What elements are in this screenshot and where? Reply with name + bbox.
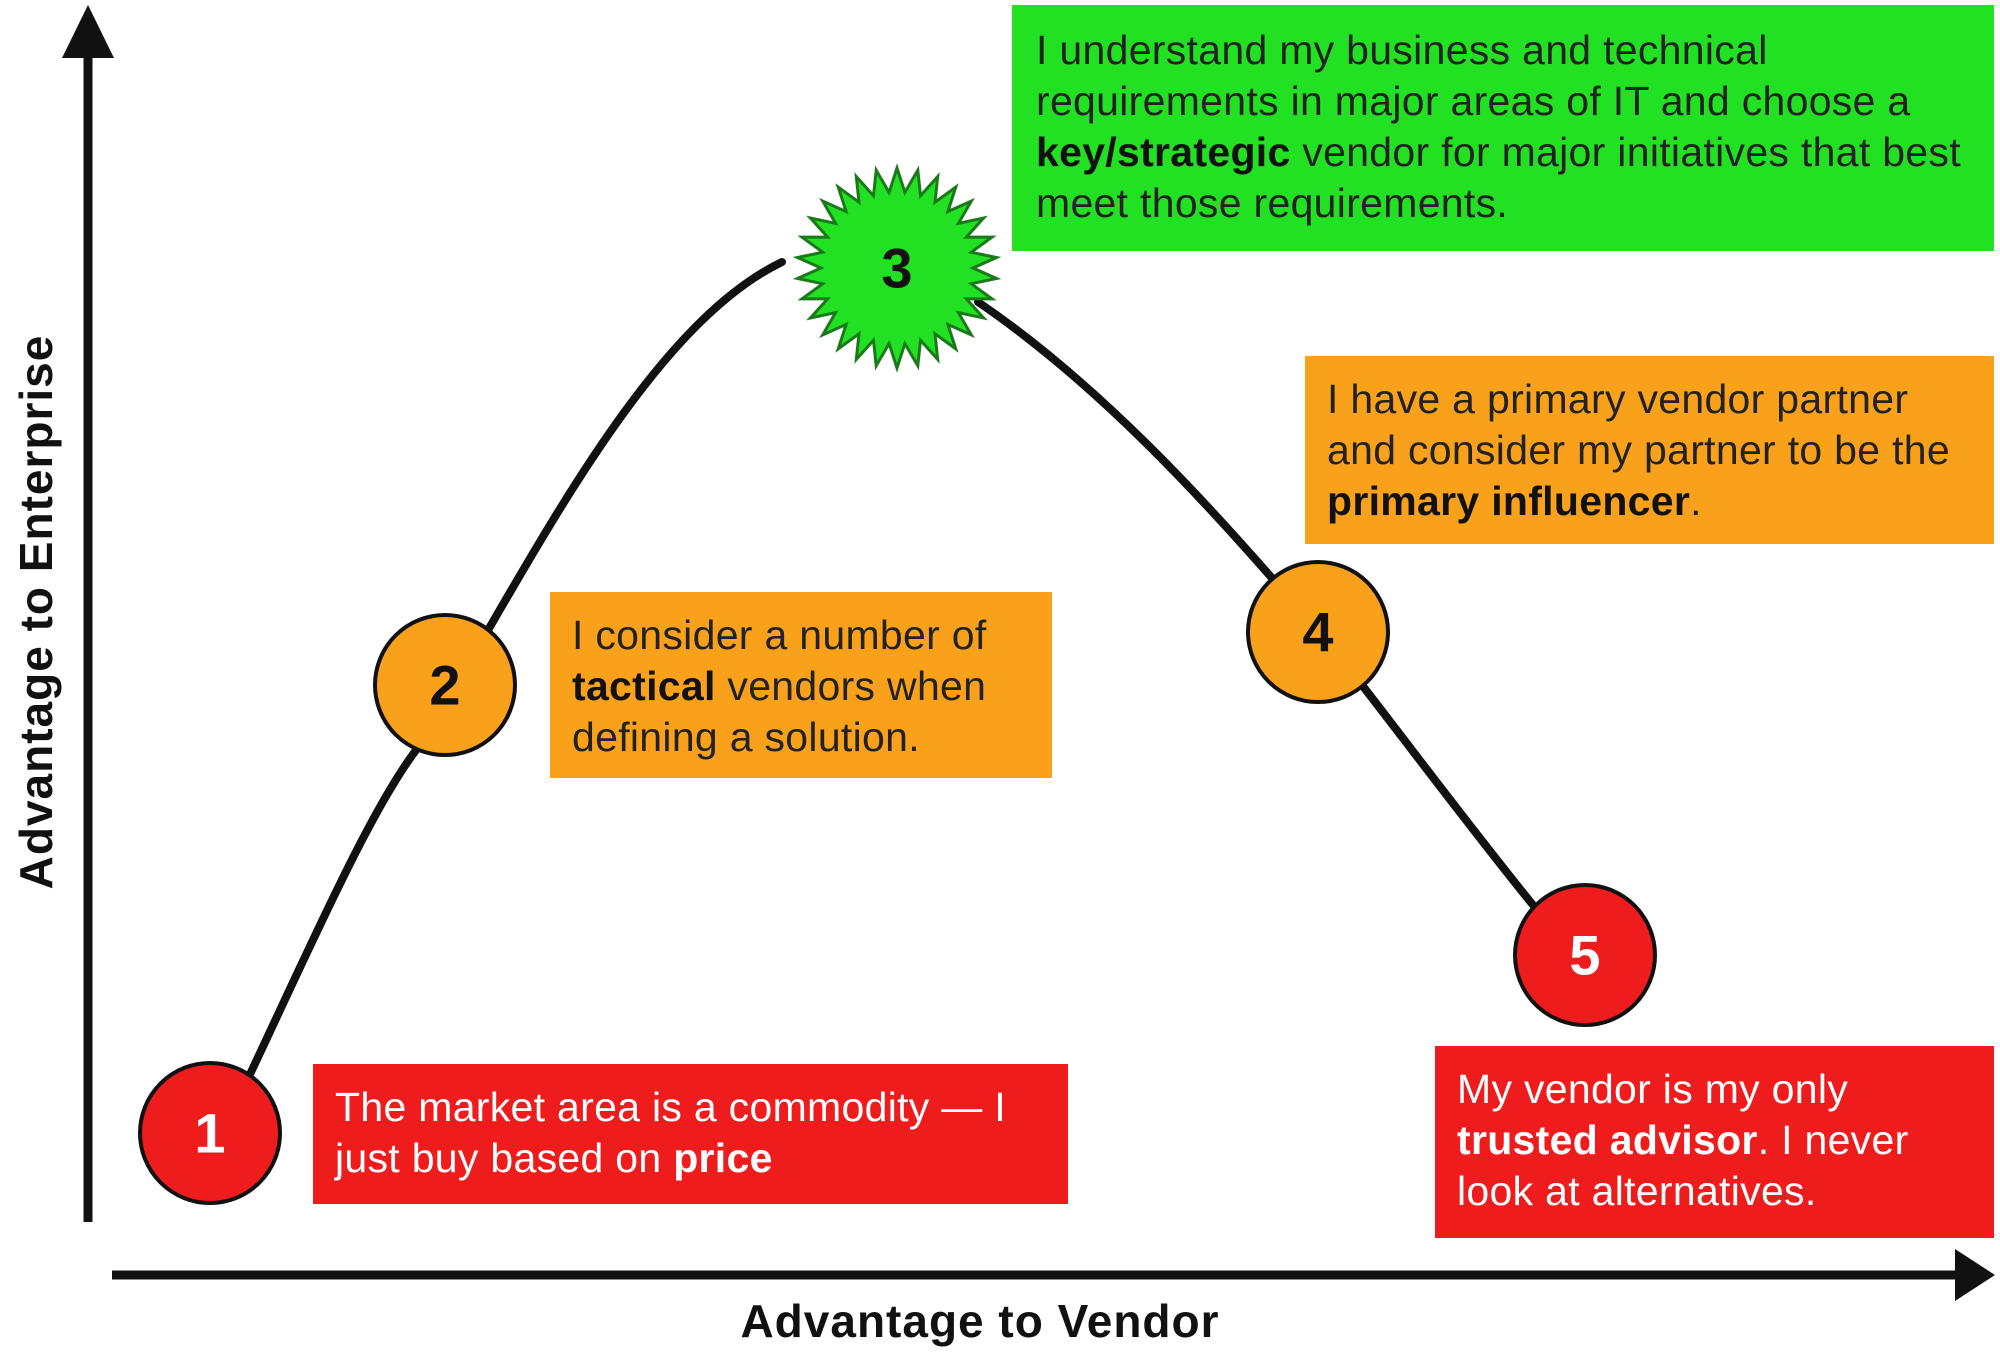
- svg-text:2: 2: [429, 654, 460, 717]
- curve-falling-segment: [974, 298, 1314, 626]
- x-axis-label: Advantage to Vendor: [740, 1295, 1219, 1347]
- svg-text:4: 4: [1302, 601, 1333, 664]
- stage-3-starburst-marker: 3: [792, 163, 1002, 373]
- stage-5-text-pre: My vendor is my only: [1457, 1066, 1849, 1112]
- stage-2-text-bold: tactical: [572, 663, 716, 709]
- x-axis-arrowhead: [1955, 1249, 1995, 1301]
- stage-3-text-post: vendor for major initiatives that best m…: [1036, 129, 1961, 226]
- stage-3-text-pre: I understand my business and technical r…: [1036, 27, 1911, 124]
- stage-5-description: My vendor is my only trusted advisor. I …: [1435, 1046, 1994, 1238]
- curve-tail-segment: [1358, 681, 1537, 909]
- y-axis-arrowhead: [62, 5, 114, 58]
- stage-1-marker: 1: [138, 1061, 282, 1205]
- stage-4-text-pre: I have a primary vendor partner and cons…: [1327, 376, 1950, 473]
- svg-text:3: 3: [881, 237, 912, 300]
- stage-4-text-post: .: [1690, 478, 1702, 524]
- stage-1-text-pre: The market area is a commodity — I just …: [335, 1084, 1006, 1181]
- stage-3-text-bold: key/strategic: [1036, 129, 1291, 175]
- stage-4-marker: 4: [1246, 560, 1390, 704]
- stage-2-description: I consider a number of tactical vendors …: [550, 592, 1052, 778]
- stage-5-text-bold: trusted advisor: [1457, 1117, 1758, 1163]
- stage-2-text-pre: I consider a number of: [572, 612, 987, 658]
- y-axis-label: Advantage to Enterprise: [10, 335, 62, 890]
- svg-text:5: 5: [1569, 924, 1600, 987]
- stage-2-text-post: vendors when defining a solution.: [572, 663, 987, 760]
- stage-4-text-bold: primary influencer: [1327, 478, 1691, 524]
- stage-2-marker: 2: [373, 613, 517, 757]
- svg-text:1: 1: [194, 1102, 225, 1165]
- stage-4-description: I have a primary vendor partner and cons…: [1305, 356, 1994, 544]
- stage-5-text-post: . I never look at alternatives.: [1457, 1117, 1909, 1214]
- stage-5-marker: 5: [1513, 883, 1657, 1027]
- stage-1-text-bold: price: [673, 1135, 773, 1181]
- stage-3-description: I understand my business and technical r…: [1012, 5, 1994, 251]
- stage-1-description: The market area is a commodity — I just …: [313, 1064, 1068, 1204]
